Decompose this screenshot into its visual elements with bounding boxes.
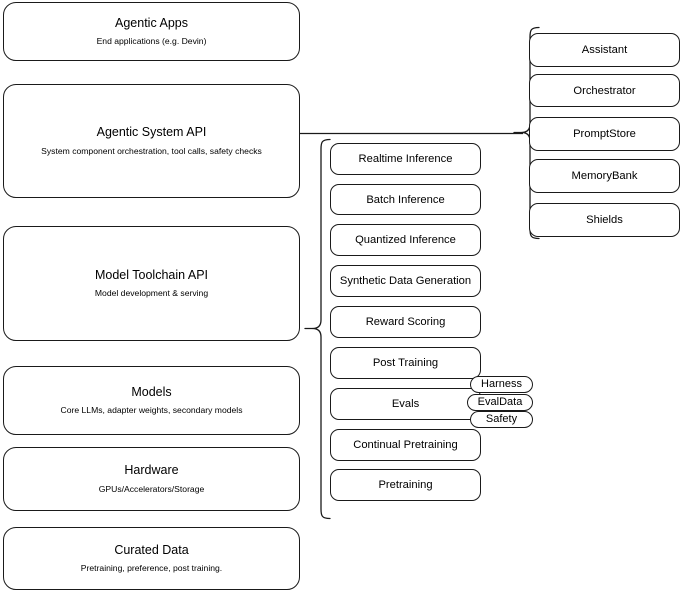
layer-agentic-apps[interactable]: Agentic Apps End applications (e.g. Devi… (3, 2, 300, 61)
layer-model-toolchain-api[interactable]: Model Toolchain API Model development & … (3, 226, 300, 341)
layer-models[interactable]: Models Core LLMs, adapter weights, secon… (3, 366, 300, 435)
eval-subcomponent-label: Safety (485, 412, 518, 425)
capability-label: Reward Scoring (365, 316, 446, 328)
system-component-promptstore[interactable]: PromptStore (529, 117, 680, 151)
system-component-label: Shields (586, 214, 623, 226)
system-component-label: PromptStore (573, 128, 636, 140)
capability-label: Continual Pretraining (353, 439, 458, 451)
layer-subtitle: Pretraining, preference, post training. (80, 563, 223, 574)
capability-label: Post Training (372, 357, 439, 369)
capability-label: Quantized Inference (355, 234, 456, 246)
layer-title: Agentic System API (96, 125, 207, 140)
capability-reward-scoring[interactable]: Reward Scoring (330, 306, 481, 338)
capability-pretraining[interactable]: Pretraining (330, 469, 481, 501)
system-component-label: MemoryBank (571, 170, 638, 182)
eval-subcomponent-label: EvalData (477, 395, 523, 408)
system-component-shields[interactable]: Shields (529, 203, 680, 237)
layer-agentic-system-api[interactable]: Agentic System API System component orch… (3, 84, 300, 198)
layer-title: Hardware (124, 463, 179, 478)
system-component-orchestrator[interactable]: Orchestrator (529, 74, 680, 107)
layer-subtitle: GPUs/Accelerators/Storage (98, 483, 205, 494)
capability-synthetic-data-generation[interactable]: Synthetic Data Generation (330, 265, 481, 297)
layer-title: Agentic Apps (115, 15, 188, 30)
capability-post-training[interactable]: Post Training (330, 347, 481, 379)
capability-label: Pretraining (378, 479, 433, 491)
capability-label: Evals (391, 398, 420, 410)
layer-subtitle: Core LLMs, adapter weights, secondary mo… (60, 405, 243, 416)
system-component-assistant[interactable]: Assistant (529, 33, 680, 67)
system-component-label: Orchestrator (573, 84, 636, 97)
capability-label: Batch Inference (366, 193, 445, 206)
layer-title: Models (131, 384, 172, 399)
connector-system-api-to-components (299, 126, 525, 142)
brace-toolchain-capabilities (304, 138, 331, 520)
capability-label: Synthetic Data Generation (339, 275, 472, 287)
capability-label: Realtime Inference (358, 153, 453, 165)
capability-realtime-inference[interactable]: Realtime Inference (330, 143, 481, 175)
layer-subtitle: System component orchestration, tool cal… (41, 145, 262, 156)
capability-evals[interactable]: Evals (330, 388, 481, 420)
eval-subcomponent-label: Harness (481, 377, 522, 390)
capability-continual-pretraining[interactable]: Continual Pretraining (330, 429, 481, 461)
layer-title: Curated Data (114, 542, 189, 557)
capability-quantized-inference[interactable]: Quantized Inference (330, 224, 481, 256)
layer-title: Model Toolchain API (94, 267, 209, 282)
capability-batch-inference[interactable]: Batch Inference (330, 184, 481, 215)
system-component-memorybank[interactable]: MemoryBank (529, 159, 680, 193)
eval-subcomponent-harness[interactable]: Harness (470, 376, 533, 393)
layer-subtitle: End applications (e.g. Devin) (96, 36, 207, 47)
layer-hardware[interactable]: Hardware GPUs/Accelerators/Storage (3, 447, 300, 511)
eval-subcomponent-evaldata[interactable]: EvalData (467, 394, 533, 411)
layer-curated-data[interactable]: Curated Data Pretraining, preference, po… (3, 527, 300, 590)
eval-subcomponent-safety[interactable]: Safety (470, 411, 533, 428)
system-component-label: Assistant (581, 44, 628, 56)
layer-subtitle: Model development & serving (94, 288, 209, 299)
